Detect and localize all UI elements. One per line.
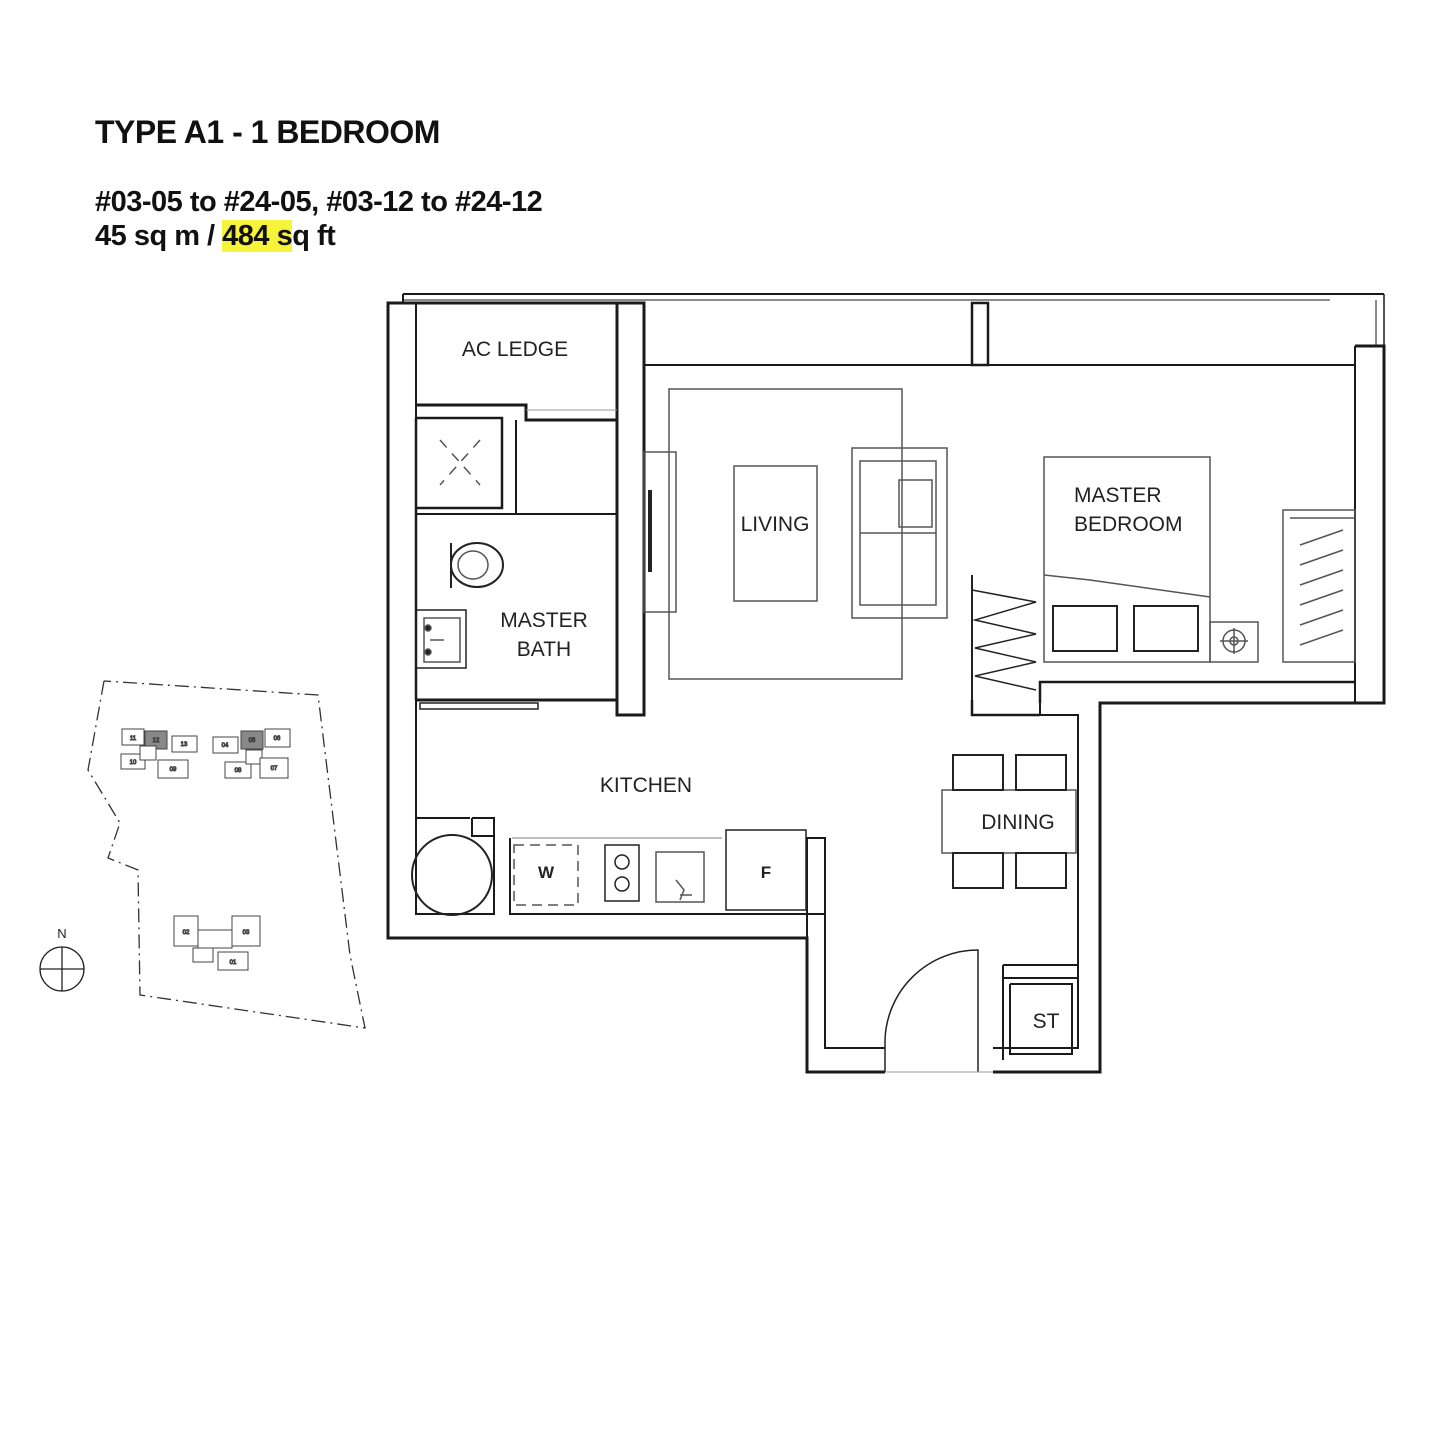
block-02: 02 bbox=[183, 930, 190, 936]
unit-type-title: TYPE A1 - 1 BEDROOM bbox=[95, 114, 440, 150]
block-group-b: 04 05 06 08 07 bbox=[212, 728, 291, 779]
floor-plan-walls bbox=[386, 293, 1386, 1074]
area-highlight: 484 s bbox=[222, 220, 293, 252]
wardrobe bbox=[1282, 509, 1356, 663]
doors bbox=[419, 409, 1037, 1073]
label-master-bath-2: BATH bbox=[517, 638, 571, 661]
block-04: 04 bbox=[222, 743, 229, 749]
label-master-bath-1: MASTER bbox=[500, 609, 588, 632]
block-01: 01 bbox=[230, 960, 237, 966]
site-key-plan: 11 12 13 10 09 04 05 06 08 07 02 bbox=[87, 680, 366, 1029]
fridge bbox=[725, 829, 807, 911]
block-05: 05 bbox=[249, 738, 256, 744]
north-label: N bbox=[57, 926, 66, 941]
block-12: 12 bbox=[153, 738, 160, 744]
block-group-a: 11 12 13 10 09 bbox=[120, 728, 198, 779]
label-kitchen: KITCHEN bbox=[600, 774, 692, 797]
unit-area: 45 sq m / 484 sq ft bbox=[95, 220, 336, 253]
block-13: 13 bbox=[181, 742, 188, 748]
room-labels: AC LEDGE LIVING MASTER BEDROOM MASTER BA… bbox=[462, 338, 1183, 1033]
dining-table bbox=[941, 789, 1077, 854]
block-09: 09 bbox=[170, 767, 177, 773]
sink bbox=[655, 851, 705, 903]
bed bbox=[1043, 456, 1211, 663]
label-master-bedroom-2: BEDROOM bbox=[1074, 513, 1183, 536]
block-06: 06 bbox=[274, 736, 281, 742]
unit-numbers: #03-05 to #24-05, #03-12 to #24-12 bbox=[95, 186, 543, 218]
block-03: 03 bbox=[243, 930, 250, 936]
furniture bbox=[411, 388, 1356, 916]
label-fridge: F bbox=[761, 863, 771, 882]
label-washer: W bbox=[538, 863, 555, 882]
label-ac-ledge: AC LEDGE bbox=[462, 338, 568, 361]
living-rug bbox=[668, 388, 903, 680]
area-suffix: q ft bbox=[292, 220, 336, 252]
block-group-c: 02 03 01 bbox=[173, 915, 261, 971]
label-living: LIVING bbox=[741, 513, 810, 536]
block-07: 07 bbox=[271, 766, 278, 772]
north-arrow-icon: N bbox=[39, 926, 85, 992]
armchair bbox=[851, 447, 948, 619]
block-08: 08 bbox=[235, 768, 242, 774]
tv-console bbox=[643, 451, 677, 613]
block-11: 11 bbox=[130, 736, 137, 742]
block-10: 10 bbox=[130, 760, 137, 766]
label-dining: DINING bbox=[981, 811, 1055, 834]
label-master-bedroom-1: MASTER bbox=[1074, 484, 1162, 507]
label-store: ST bbox=[1033, 1010, 1060, 1033]
coffee-table bbox=[733, 465, 818, 602]
area-prefix: 45 sq m / bbox=[95, 220, 223, 252]
washer bbox=[513, 844, 579, 906]
